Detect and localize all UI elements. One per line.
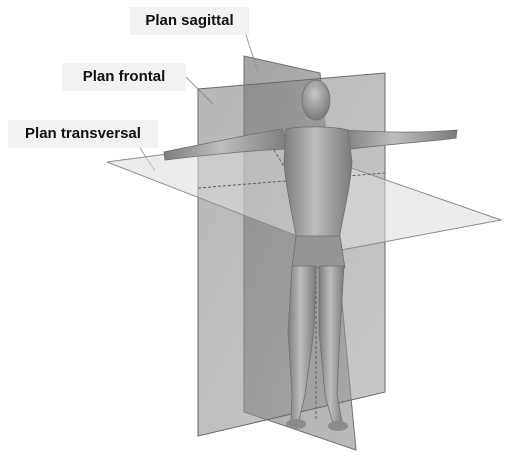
label-plan-frontal: Plan frontal [62, 63, 186, 91]
right-arm [342, 130, 457, 150]
label-plan-sagittal: Plan sagittal [130, 7, 249, 35]
label-plan-transversal: Plan transversal [8, 120, 158, 148]
right-foot [328, 421, 348, 431]
pelvis [292, 236, 345, 268]
head [302, 80, 330, 120]
left-foot [286, 419, 306, 429]
torso [284, 127, 352, 240]
